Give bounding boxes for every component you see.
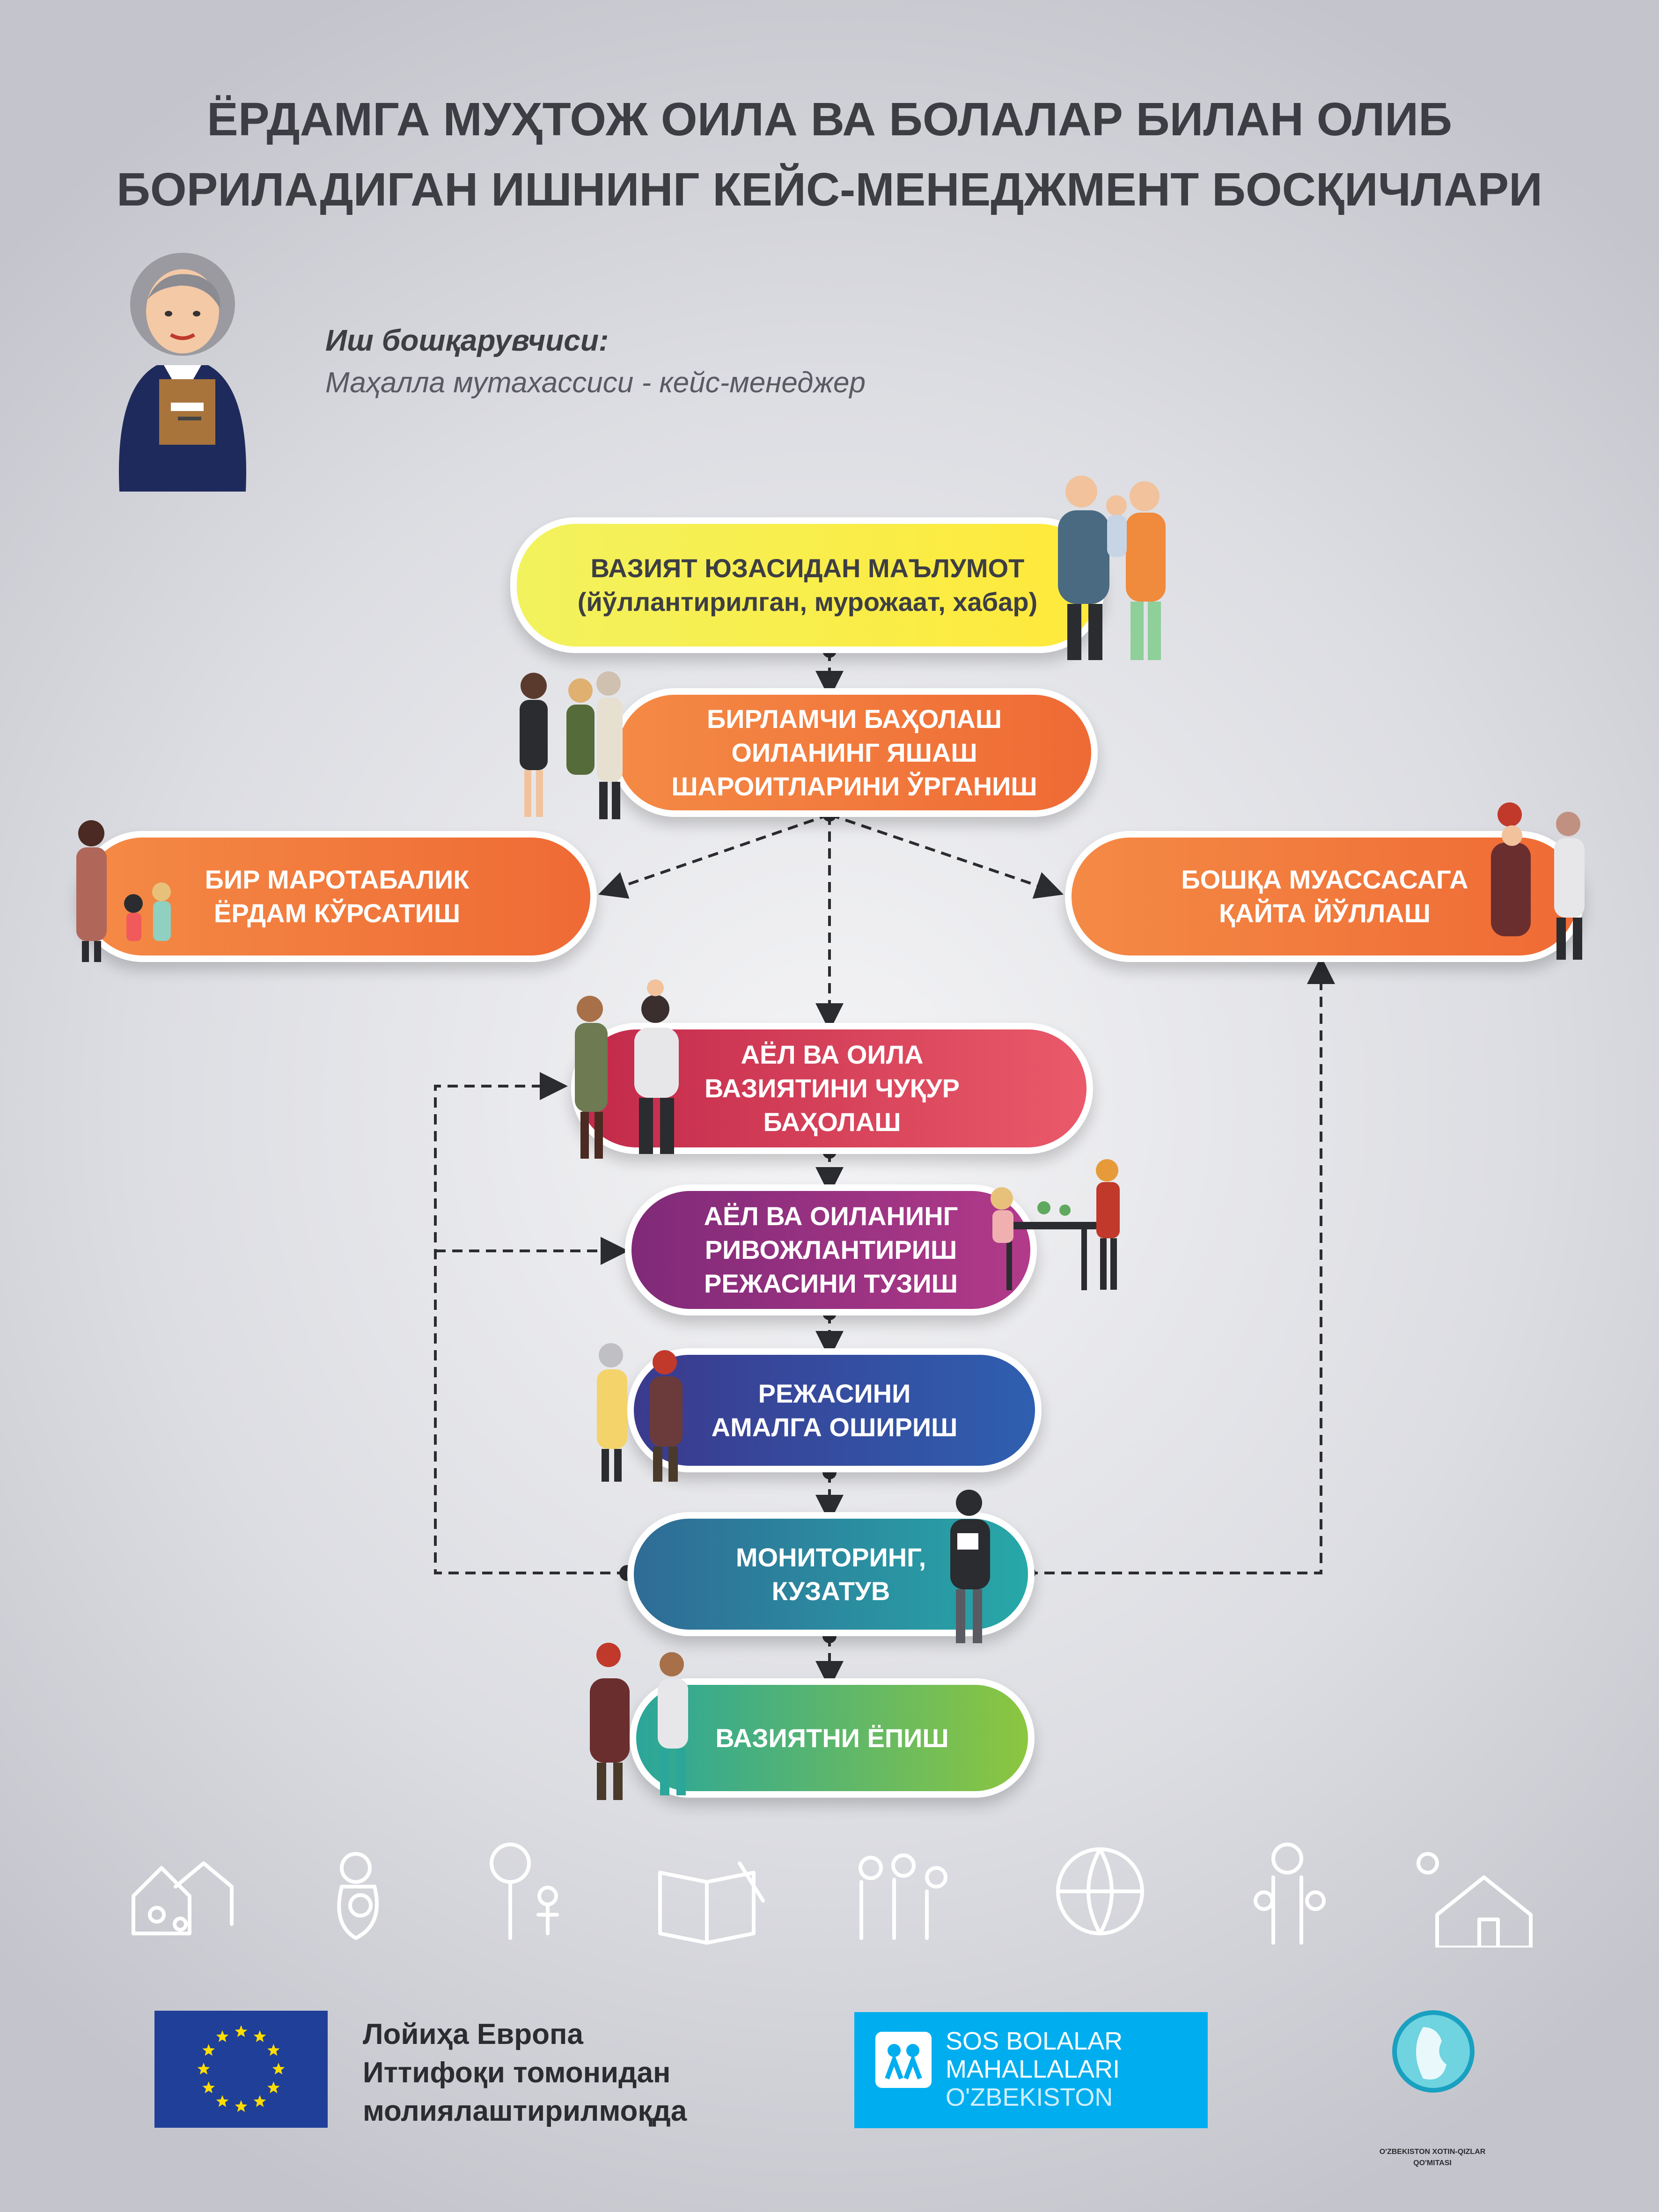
sos-line-3: O'ZBEKISTON bbox=[946, 2083, 1113, 2111]
step-onetime-label: БИР МАРОТАБАЛИК ЁРДАМ КЎРСАТИШ bbox=[205, 865, 470, 928]
parent-children-icon bbox=[1254, 1843, 1326, 1945]
sos-text: SOS BOLALAR MAHALLALARI O'ZBEKISTON bbox=[946, 2027, 1123, 2111]
women-committee-logo bbox=[1392, 2010, 1475, 2093]
step-monitor-label: МОНИТОРИНГ, КУЗАТУВ bbox=[735, 1542, 926, 1606]
family-illustration bbox=[1058, 476, 1166, 660]
step-info: ВАЗИЯТ ЮЗАСИДАН МАЪЛУМОТ (йўллантирилган… bbox=[510, 517, 1105, 653]
mother-child-icon bbox=[337, 1852, 379, 1940]
step-referral-label: БОШҚА МУАССАСАГА ҚАЙТА ЙЎЛЛАШ bbox=[1181, 865, 1468, 928]
step-implement-plan: РЕЖАСИНИ АМАЛГА ОШИРИШ bbox=[627, 1348, 1042, 1472]
planning-illustration bbox=[991, 1159, 1120, 1290]
step-deep-label: АЁЛ ВА ОИЛА ВАЗИЯТИНИ ЧУҚУР БАҲОЛАШ bbox=[705, 1040, 960, 1137]
step-primary-assessment: БИРЛАМЧИ БАҲОЛАШ ОИЛАНИНГ ЯШАШ ШАРОИТЛАР… bbox=[611, 688, 1098, 817]
manager-value: Маҳалла мутахассиси - кейс-менеджер bbox=[325, 367, 866, 399]
sos-line-2: MAHALLALARI bbox=[946, 2055, 1120, 2083]
mother-children-illustration bbox=[76, 820, 171, 962]
eu-star bbox=[253, 2030, 266, 2042]
step-development-plan: АЁЛ ВА ОИЛАНИНГ РИВОЖЛАНТИРИШ РЕЖАСИНИ Т… bbox=[625, 1184, 1037, 1315]
eu-star bbox=[267, 2081, 280, 2094]
implementation-illustration bbox=[597, 1343, 683, 1482]
loop-monitor-referral bbox=[1028, 956, 1335, 1574]
sos-children-icon bbox=[875, 2032, 932, 2088]
women-committee-text: O'ZBEKISTON XOTIN-QIZLAR QO'MITASI bbox=[1379, 2148, 1486, 2167]
eu-flag-logo bbox=[154, 2011, 328, 2128]
eu-star bbox=[216, 2095, 229, 2107]
icon-row bbox=[132, 1843, 1533, 1947]
title-line-1: ЁРДАМГА МУҲТОЖ ОИЛА ВА БОЛАЛАР БИЛАН ОЛИ… bbox=[207, 93, 1452, 146]
monitoring-illustration bbox=[950, 1490, 990, 1643]
family-icon bbox=[859, 1853, 947, 1940]
eu-star bbox=[267, 2044, 280, 2056]
eu-star bbox=[216, 2030, 229, 2042]
step-close-label: ВАЗИЯТНИ ЁПИШ bbox=[715, 1723, 949, 1753]
assessment-people-illustration bbox=[520, 671, 623, 819]
deep-assessment-illustration bbox=[575, 979, 679, 1159]
closing-illustration bbox=[590, 1643, 688, 1800]
step-close-case: ВАЗИЯТНИ ЁПИШ bbox=[630, 1678, 1035, 1798]
eu-star bbox=[202, 2044, 215, 2056]
step-primary-label: БИРЛАМЧИ БАҲОЛАШ ОИЛАНИНГ ЯШАШ ШАРОИТЛАР… bbox=[671, 704, 1037, 801]
case-manager-illustration bbox=[119, 253, 246, 492]
link-primary-referral bbox=[829, 813, 1064, 899]
step-plan-label: АЁЛ ВА ОИЛАНИНГ РИВОЖЛАНТИРИШ РЕЖАСИНИ Т… bbox=[704, 1201, 958, 1298]
eu-star bbox=[202, 2081, 215, 2094]
sos-line-1: SOS BOLALAR bbox=[946, 2027, 1123, 2055]
house-sun-icon bbox=[1417, 1852, 1533, 1947]
eu-star bbox=[197, 2063, 210, 2075]
eu-funding-text: Лойиҳа Европа Иттифоқи томонидан молияла… bbox=[363, 2018, 687, 2127]
title-line-2: БОРИЛАДИГАН ИШНИНГ КЕЙС-МЕНЕДЖМЕНТ БОСҚИ… bbox=[117, 163, 1542, 216]
referral-people-illustration bbox=[1491, 802, 1585, 960]
child-tree-icon bbox=[490, 1843, 559, 1940]
globe-children-icon bbox=[1056, 1847, 1144, 1935]
eu-star bbox=[235, 2100, 248, 2112]
eu-star bbox=[235, 2025, 248, 2037]
page-title: ЁРДАМГА МУҲТОЖ ОИЛА ВА БОЛАЛАР БИЛАН ОЛИ… bbox=[0, 84, 1659, 225]
step-info-label: ВАЗИЯТ ЮЗАСИДАН МАЪЛУМОТ (йўллантирилган… bbox=[577, 553, 1038, 617]
link-primary-onetime bbox=[598, 813, 830, 899]
eu-star bbox=[253, 2095, 266, 2107]
houses-icon bbox=[132, 1861, 234, 1935]
manager-label: Иш бошқарувчиси: bbox=[325, 323, 609, 357]
eu-star bbox=[272, 2063, 285, 2075]
step-implement-label: РЕЖАСИНИ АМАЛГА ОШИРИШ bbox=[711, 1378, 958, 1442]
book-icon bbox=[658, 1861, 765, 1945]
